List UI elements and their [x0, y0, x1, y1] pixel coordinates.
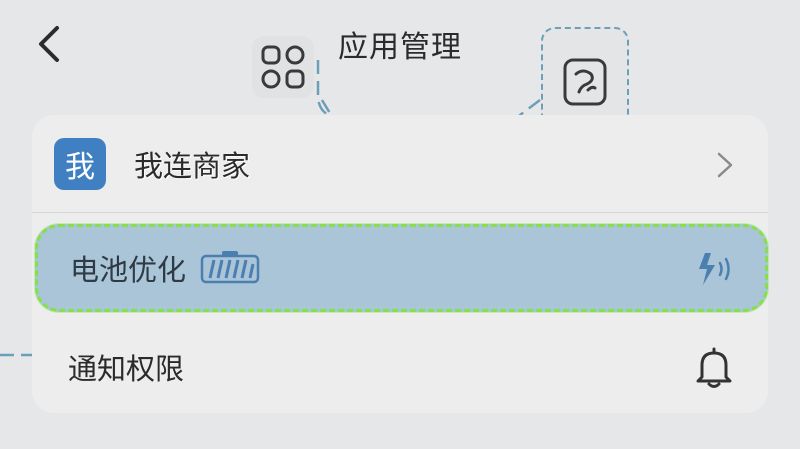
merchant-label: 我连商家 [134, 148, 251, 183]
back-button[interactable] [28, 22, 68, 66]
notify-label: 通知权限 [68, 352, 185, 386]
scan-document-icon [563, 58, 607, 106]
charging-bolt-icon [699, 253, 730, 285]
app-badge: 我 [54, 137, 106, 190]
page-title: 应用管理 [338, 30, 462, 65]
battery-icon [200, 251, 260, 284]
list-item-notification-permission[interactable]: 通知权限 [32, 321, 768, 413]
list-item-battery-optimization[interactable]: 电池优化 [35, 224, 768, 312]
chevron-right-icon [717, 152, 733, 178]
bell-icon [696, 347, 732, 388]
list-item-merchant[interactable]: 我 我连商家 [32, 115, 768, 213]
battery-label: 电池优化 [70, 253, 187, 287]
apps-grid-icon[interactable] [252, 36, 314, 98]
chevron-left-icon [39, 26, 59, 62]
